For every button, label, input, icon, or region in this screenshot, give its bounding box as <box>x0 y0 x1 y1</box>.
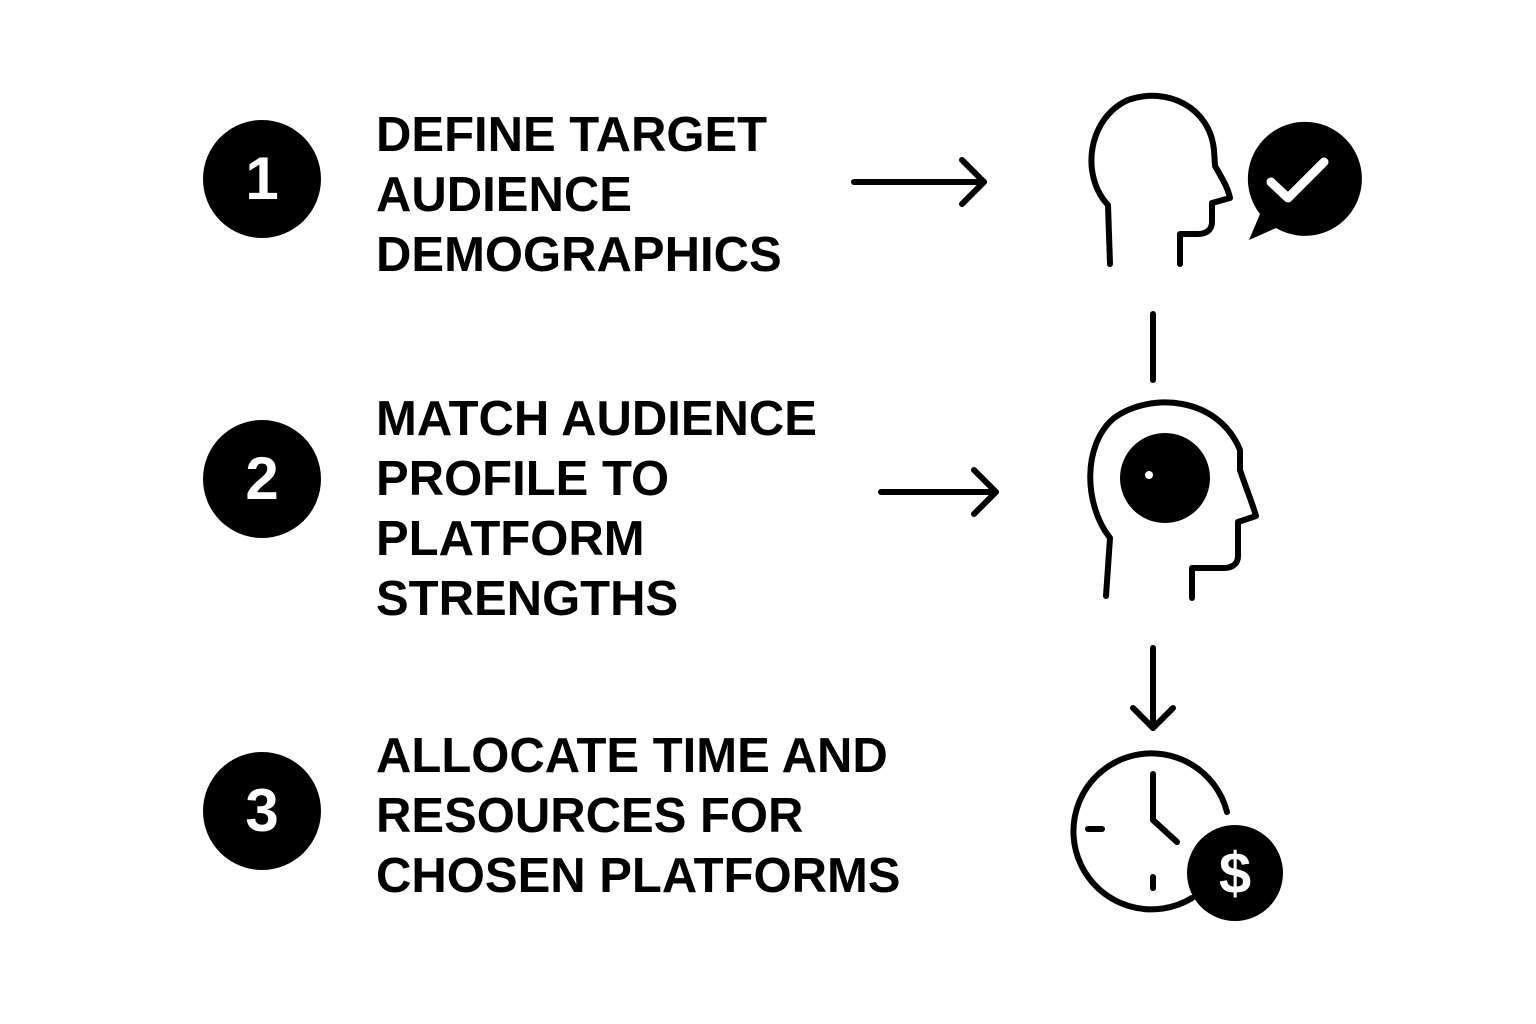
clock-icon <box>1070 750 1230 913</box>
step-1-label-line-2: AUDIENCE <box>376 168 632 222</box>
step-1-label: DEFINE TARGET AUDIENCE DEMOGRAPHICS <box>376 105 782 285</box>
head-outline-icon <box>1088 92 1233 267</box>
dollar-symbol: $ <box>1219 841 1251 906</box>
step-1-arrow-icon <box>851 157 987 207</box>
step-3-label-line-3: CHOSEN PLATFORMS <box>376 849 901 903</box>
step-1-label-line-1: DEFINE TARGET <box>376 108 768 162</box>
step-3-number-badge: 3 <box>203 752 321 870</box>
step-2-arrow-icon <box>878 467 999 517</box>
step-2-label-line-4: STRENGTHS <box>376 572 679 626</box>
step-3-label-line-1: ALLOCATE TIME AND <box>376 729 888 783</box>
step-2-label-line-3: PLATFORM <box>376 512 645 566</box>
step-2-label-line-1: MATCH AUDIENCE <box>376 392 817 446</box>
focus-target-icon <box>1120 433 1210 523</box>
step-2-number: 2 <box>245 445 279 512</box>
step-2-label-line-2: PROFILE TO <box>376 452 670 506</box>
step-1-number: 1 <box>245 145 279 212</box>
checkmark-bubble-icon <box>1247 121 1362 240</box>
step-1-number-badge: 1 <box>203 120 321 238</box>
step-2-number-badge: 2 <box>203 420 321 538</box>
step-3-label: ALLOCATE TIME AND RESOURCES FOR CHOSEN P… <box>376 726 900 906</box>
step-3-label-line-2: RESOURCES FOR <box>376 789 804 843</box>
head-focus-outline-icon <box>1087 399 1259 601</box>
step-1-label-line-3: DEMOGRAPHICS <box>376 228 782 282</box>
dollar-coin-icon: $ <box>1187 825 1283 921</box>
step-2-label: MATCH AUDIENCE PROFILE TO PLATFORM STREN… <box>376 389 817 629</box>
down-arrow-icon <box>1130 645 1176 731</box>
step-3-number: 3 <box>245 777 279 844</box>
